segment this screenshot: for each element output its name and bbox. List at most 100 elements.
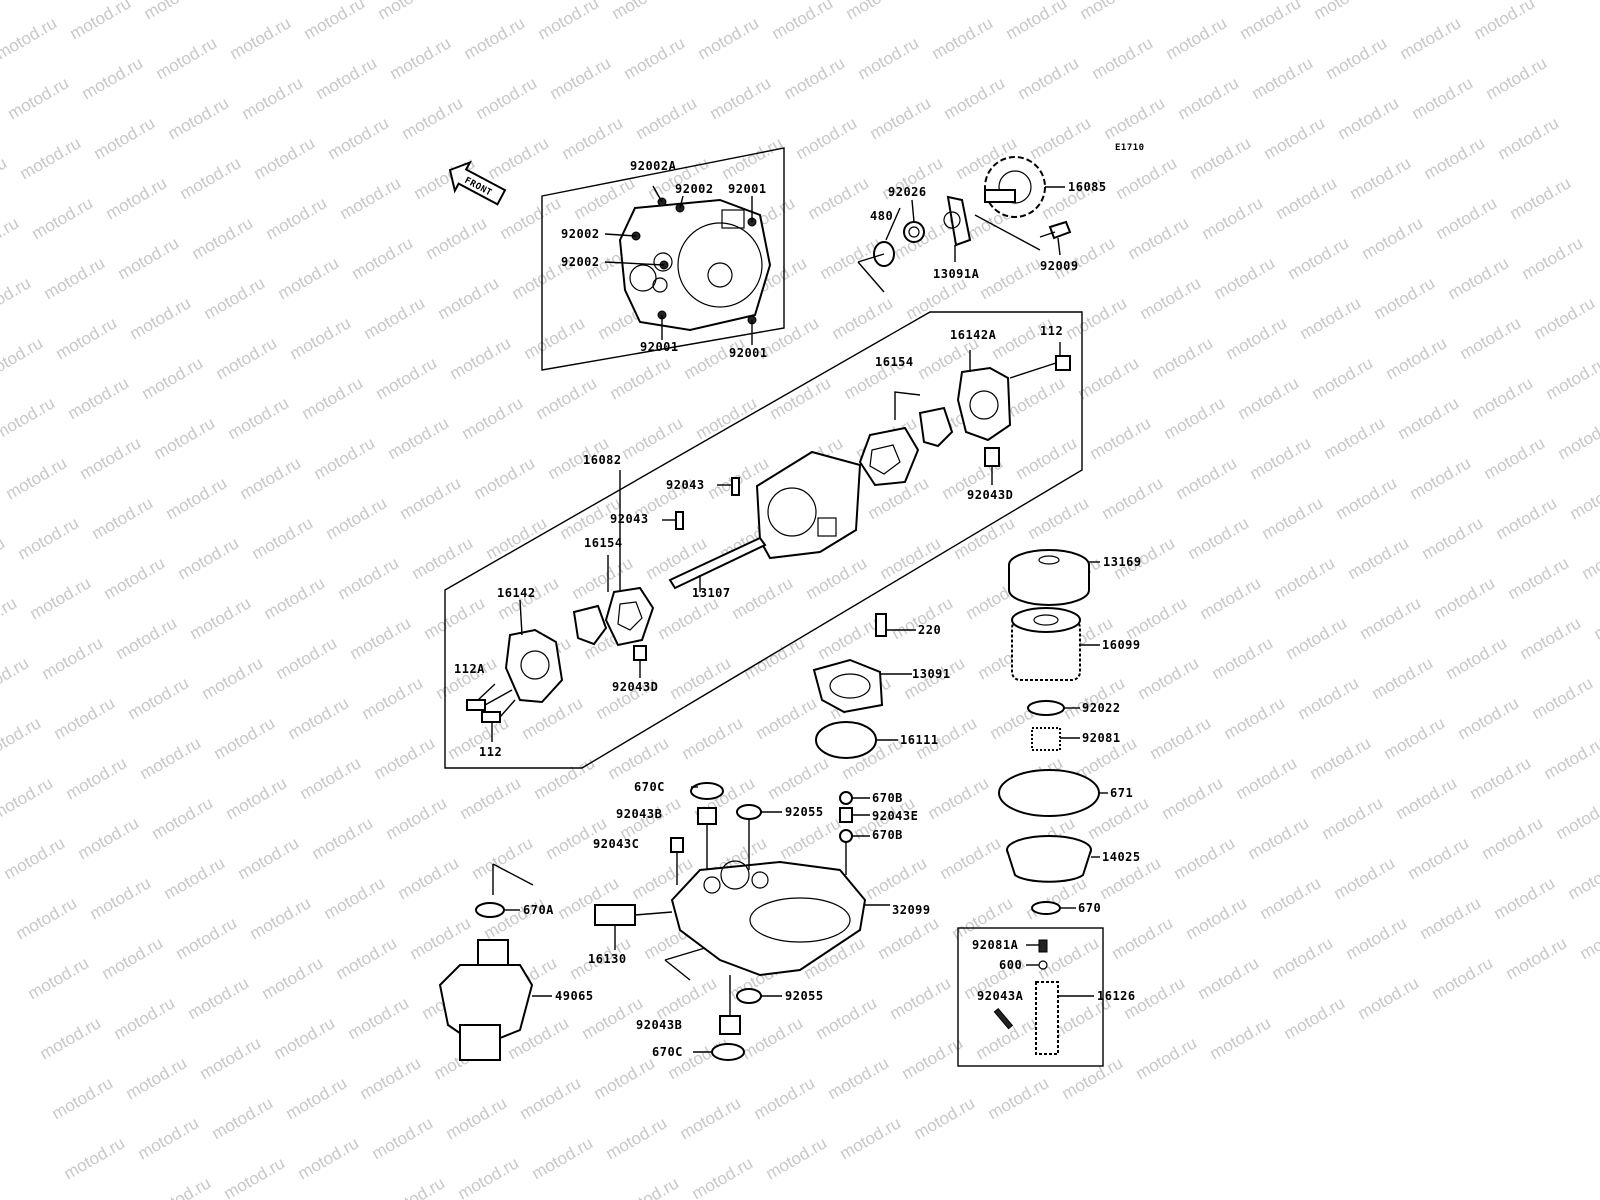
watermark-text: motod.ru xyxy=(237,453,305,503)
watermark-text: motod.ru xyxy=(781,53,849,103)
watermark-text: motod.ru xyxy=(989,313,1057,363)
watermark-text: motod.ru xyxy=(1369,653,1437,703)
watermark-text: motod.ru xyxy=(1149,333,1217,383)
watermark-text: motod.ru xyxy=(67,0,135,43)
watermark-text: motod.ru xyxy=(1407,453,1475,503)
watermark-text: motod.ru xyxy=(187,593,255,643)
watermark-text: motod.ru xyxy=(323,493,391,543)
label-92001-a: 92001 xyxy=(728,182,767,196)
watermark-text: motod.ru xyxy=(299,373,367,423)
watermark-text: motod.ru xyxy=(825,1053,893,1103)
watermark-text: motod.ru xyxy=(1147,713,1215,763)
watermark-text: motod.ru xyxy=(1113,153,1181,203)
watermark-text: motod.ru xyxy=(1567,473,1600,523)
watermark-text: motod.ru xyxy=(605,733,673,783)
watermark-text: motod.ru xyxy=(1429,953,1497,1003)
watermark-text: motod.ru xyxy=(0,773,56,823)
watermark-text: motod.ru xyxy=(535,0,603,43)
watermark-text: motod.ru xyxy=(1257,873,1325,923)
watermark-text: motod.ru xyxy=(221,1153,289,1200)
watermark-text: motod.ru xyxy=(911,1093,979,1143)
label-92002-c: 92002 xyxy=(561,255,600,269)
watermark-text: motod.ru xyxy=(603,1113,671,1163)
watermark-text: motod.ru xyxy=(689,1153,757,1200)
watermark-text: motod.ru xyxy=(1309,353,1377,403)
watermark-text: motod.ru xyxy=(101,553,169,603)
label-92043C: 92043C xyxy=(593,837,639,851)
watermark-text: motod.ru xyxy=(115,233,183,283)
watermark-text: motod.ru xyxy=(103,173,171,223)
watermark-text: motod.ru xyxy=(227,13,295,63)
watermark-text: motod.ru xyxy=(1371,273,1439,323)
label-92043-b: 92043 xyxy=(610,512,649,526)
watermark-text: motod.ru xyxy=(153,33,221,83)
watermark-text: motod.ru xyxy=(1591,593,1600,643)
label-670B-b: 670B xyxy=(872,828,903,842)
watermark-text: motod.ru xyxy=(769,0,837,43)
watermark-text: motod.ru xyxy=(113,613,181,663)
watermark-text: motod.ru xyxy=(1063,293,1131,343)
watermark-text: motod.ru xyxy=(409,533,477,583)
watermark-text: motod.ru xyxy=(473,73,541,123)
label-92055-b: 92055 xyxy=(785,989,824,1003)
watermark-text: motod.ru xyxy=(875,913,943,963)
watermark-text: motod.ru xyxy=(1109,913,1177,963)
watermark-text: motod.ru xyxy=(867,93,935,143)
watermark-text: motod.ru xyxy=(1125,213,1193,263)
watermark-text: motod.ru xyxy=(481,893,549,943)
watermark-text: motod.ru xyxy=(1505,553,1573,603)
relief-valve-group xyxy=(957,927,1104,1067)
watermark-text: motod.ru xyxy=(407,913,475,963)
watermark-text: motod.ru xyxy=(521,313,589,363)
watermark-text: motod.ru xyxy=(1491,873,1559,923)
watermark-text: motod.ru xyxy=(1431,573,1499,623)
watermark-text: motod.ru xyxy=(1259,493,1327,543)
watermark-text: motod.ru xyxy=(1221,693,1289,743)
watermark-text: motod.ru xyxy=(1235,373,1303,423)
watermark-text: motod.ru xyxy=(433,653,501,703)
label-671: 671 xyxy=(1110,786,1133,800)
watermark-text: motod.ru xyxy=(457,773,525,823)
watermark-text: motod.ru xyxy=(1503,933,1571,983)
label-92055-a: 92055 xyxy=(785,805,824,819)
watermark-text: motod.ru xyxy=(1357,593,1425,643)
watermark-text: motod.ru xyxy=(1233,753,1301,803)
oil-pump-housing-group xyxy=(594,782,890,1061)
watermark-text: motod.ru xyxy=(295,1133,363,1183)
watermark-text: motod.ru xyxy=(1283,613,1351,663)
watermark-text: motod.ru xyxy=(13,893,81,943)
watermark-text: motod.ru xyxy=(1151,0,1219,3)
watermark-text: motod.ru xyxy=(77,433,145,483)
watermark-text: motod.ru xyxy=(1027,113,1095,163)
watermark-text: motod.ru xyxy=(321,873,389,923)
watermark-text: motod.ru xyxy=(89,493,157,543)
watermark-text: motod.ru xyxy=(1175,73,1243,123)
watermark-text: motod.ru xyxy=(951,513,1019,563)
watermark-text: motod.ru xyxy=(449,0,517,3)
watermark-text: motod.ru xyxy=(765,753,833,803)
watermark-text: motod.ru xyxy=(375,0,443,23)
watermark-text: motod.ru xyxy=(655,593,723,643)
label-112-b: 112 xyxy=(479,745,502,759)
label-92043D-a: 92043D xyxy=(967,488,1013,502)
watermark-text: motod.ru xyxy=(301,0,369,43)
watermark-text: motod.ru xyxy=(1223,313,1291,363)
watermark-text: motod.ru xyxy=(485,133,553,183)
label-92081: 92081 xyxy=(1082,731,1121,745)
watermark-text: motod.ru xyxy=(533,373,601,423)
watermark-text: motod.ru xyxy=(383,793,451,843)
watermark-text: motod.ru xyxy=(1295,673,1363,723)
watermark-text: motod.ru xyxy=(263,193,331,243)
watermark-text: motod.ru xyxy=(471,453,539,503)
label-92026: 92026 xyxy=(888,185,927,199)
watermark-text: motod.ru xyxy=(1025,493,1093,543)
label-92001-b: 92001 xyxy=(640,340,679,354)
watermark-text: motod.ru xyxy=(1443,633,1511,683)
watermark-text: motod.ru xyxy=(0,333,46,383)
watermark-text: motod.ru xyxy=(87,873,155,923)
watermark-text: motod.ru xyxy=(1345,533,1413,583)
watermark-text: motod.ru xyxy=(777,813,845,863)
watermark-text: motod.ru xyxy=(0,713,44,763)
watermark-text: motod.ru xyxy=(1355,973,1423,1023)
watermark-text: motod.ru xyxy=(1469,373,1537,423)
